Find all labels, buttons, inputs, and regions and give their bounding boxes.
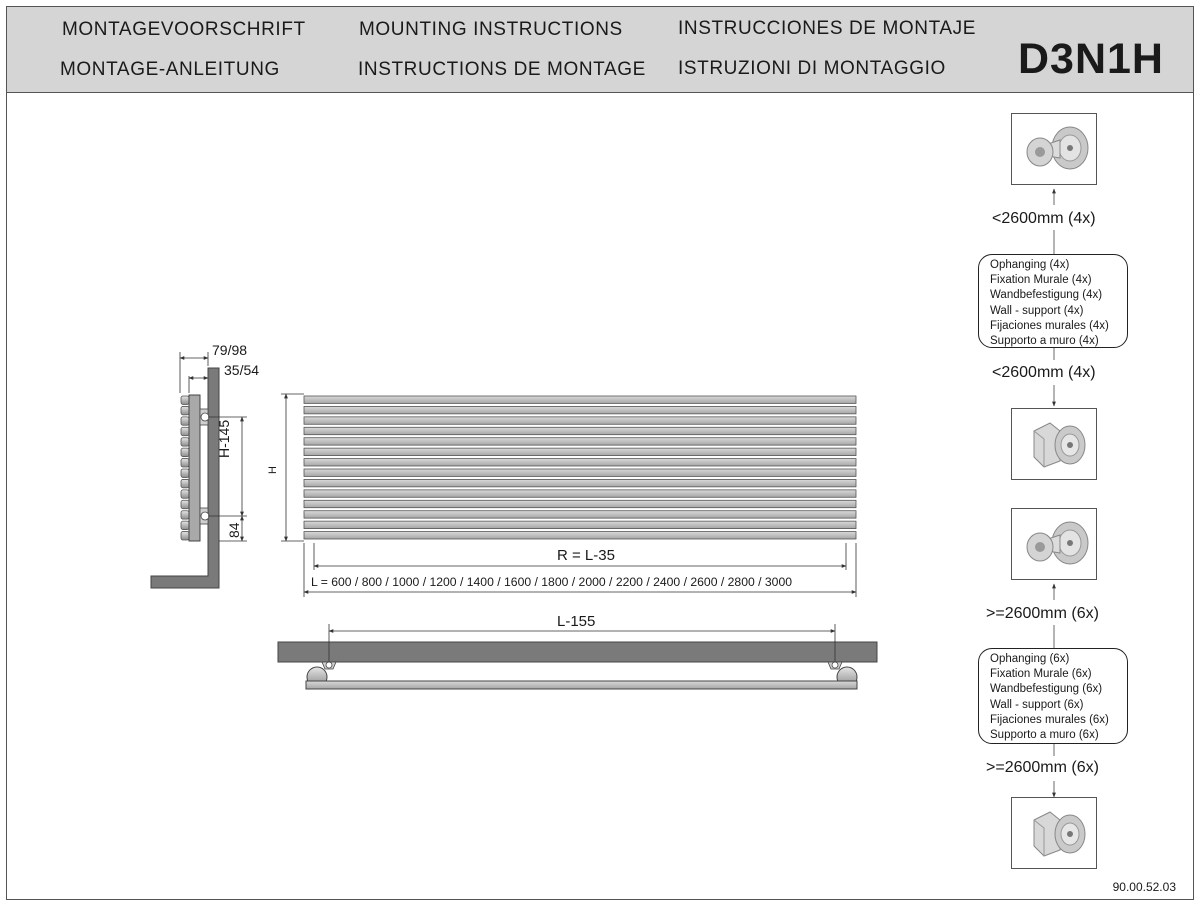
title-header: MONTAGEVOORSCHRIFT MONTAGE-ANLEITUNG MOU… bbox=[7, 7, 1193, 93]
side-tube bbox=[180, 520, 190, 530]
front-tube bbox=[303, 468, 857, 477]
large-set-line: Fijaciones murales (6x) bbox=[990, 713, 1109, 726]
side-tube bbox=[180, 395, 190, 405]
dim-bracket-spacing: H-145 bbox=[216, 419, 232, 458]
large-set-line: Ophanging (6x) bbox=[990, 653, 1070, 665]
top-wall bbox=[277, 641, 878, 663]
small-set-line: Wandbefestigung (4x) bbox=[990, 289, 1103, 302]
wall-plug-icon bbox=[1033, 422, 1086, 468]
front-tube bbox=[303, 437, 857, 446]
front-tube bbox=[303, 499, 857, 509]
large-set-top-label: >=2600mm (6x) bbox=[986, 605, 1099, 622]
side-tube bbox=[180, 437, 190, 447]
side-tube bbox=[180, 479, 190, 489]
page-frame bbox=[6, 6, 1194, 900]
wall-bracket-thumb bbox=[1011, 113, 1097, 185]
side-tube-stack bbox=[180, 395, 190, 541]
front-tube bbox=[303, 531, 857, 540]
wall-bracket-thumb bbox=[1011, 508, 1097, 580]
side-tube bbox=[180, 426, 190, 437]
side-bracket-bottom bbox=[199, 507, 210, 525]
wall-bracket-icon bbox=[1026, 126, 1089, 170]
dim-bracket-distance: L-155 bbox=[557, 613, 596, 630]
document-number: 90.00.52.03 bbox=[1112, 880, 1176, 894]
front-view bbox=[281, 393, 857, 597]
wall-plug-thumb bbox=[1011, 408, 1097, 480]
front-tube bbox=[303, 489, 857, 498]
front-tube bbox=[303, 520, 857, 529]
side-panel bbox=[188, 394, 201, 542]
side-wall bbox=[150, 367, 220, 589]
small-set-line: Supporto a muro (4x) bbox=[990, 335, 1099, 348]
front-tube bbox=[303, 510, 857, 519]
front-tube bbox=[303, 406, 857, 415]
dim-depth-total: 79/98 bbox=[212, 342, 248, 358]
title-en: MOUNTING INSTRUCTIONS bbox=[359, 19, 623, 40]
top-bracket-left bbox=[321, 661, 337, 670]
front-tube bbox=[303, 426, 857, 436]
front-tube bbox=[303, 458, 857, 467]
large-set-bottom-label: >=2600mm (6x) bbox=[986, 759, 1099, 776]
small-set-line: Ophanging (4x) bbox=[990, 259, 1070, 271]
front-tube bbox=[303, 447, 857, 456]
small-set-line: Wall - support (4x) bbox=[990, 304, 1084, 317]
side-tube bbox=[180, 468, 190, 478]
large-set-line: Wall - support (6x) bbox=[990, 698, 1084, 711]
large-set-bubble: Ophanging (6x) Fixation Murale (6x) Wand… bbox=[978, 648, 1128, 744]
small-set-bottom-label: <2600mm (4x) bbox=[992, 364, 1096, 381]
side-bracket-top bbox=[199, 408, 210, 426]
dim-r: R = L-35 bbox=[557, 547, 615, 564]
top-view bbox=[277, 624, 878, 690]
side-tube bbox=[180, 447, 190, 457]
wall-bracket-icon bbox=[1026, 521, 1089, 565]
front-bars bbox=[303, 395, 857, 540]
small-set-line: Fixation Murale (4x) bbox=[990, 274, 1092, 287]
wall-plug-thumb bbox=[1011, 797, 1097, 869]
dim-bottom-offset: 84 bbox=[226, 522, 242, 538]
top-bracket-right bbox=[827, 661, 843, 670]
side-tube bbox=[180, 499, 190, 510]
large-set-line: Fixation Murale (6x) bbox=[990, 668, 1092, 681]
front-tube bbox=[303, 479, 857, 488]
wall-plug-icon bbox=[1033, 811, 1086, 857]
side-tube bbox=[180, 458, 190, 468]
side-tube bbox=[180, 510, 190, 520]
front-tube bbox=[303, 416, 857, 425]
dim-depth-panel: 35/54 bbox=[224, 362, 260, 378]
title-nl: MONTAGEVOORSCHRIFT bbox=[62, 19, 306, 40]
top-radiator bbox=[305, 680, 858, 690]
side-view bbox=[150, 352, 247, 589]
side-tube bbox=[180, 406, 190, 416]
small-set-bubble: Ophanging (4x) Fixation Murale (4x) Wand… bbox=[978, 254, 1128, 348]
model-code: D3N1H bbox=[1018, 35, 1164, 83]
small-set-top-label: <2600mm (4x) bbox=[992, 210, 1096, 227]
title-de: MONTAGE-ANLEITUNG bbox=[60, 59, 280, 80]
title-es: INSTRUCCIONES DE MONTAJE bbox=[678, 18, 977, 39]
front-tube bbox=[303, 395, 857, 404]
title-it: ISTRUZIONI DI MONTAGGIO bbox=[678, 58, 946, 79]
title-fr: INSTRUCTIONS DE MONTAGE bbox=[358, 59, 646, 80]
dim-l: L = 600 / 800 / 1000 / 1200 / 1400 / 160… bbox=[311, 575, 793, 589]
large-set-line: Supporto a muro (6x) bbox=[990, 729, 1099, 742]
side-tube bbox=[180, 416, 190, 426]
dim-height: H bbox=[267, 466, 279, 474]
side-tube bbox=[180, 489, 190, 499]
side-tube bbox=[180, 531, 190, 541]
small-set-line: Fijaciones murales (4x) bbox=[990, 319, 1109, 332]
large-set-line: Wandbefestigung (6x) bbox=[990, 683, 1103, 696]
